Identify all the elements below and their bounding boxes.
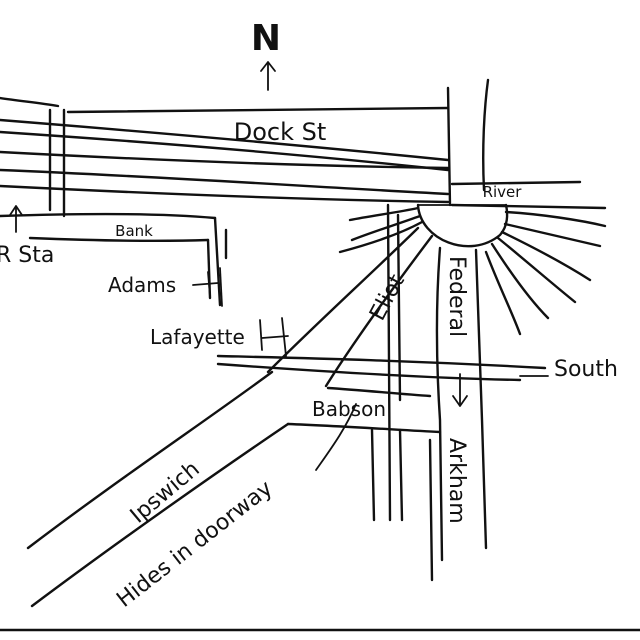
river-label: River [483, 183, 523, 201]
lafayette-street-ticks [259, 317, 289, 357]
dock-st-label: Dock St [234, 118, 327, 146]
rotary-spokes [484, 210, 607, 336]
eliot-label: Eliot [365, 270, 410, 325]
south-street-lines [216, 354, 549, 382]
arkham-label: Arkham [444, 438, 469, 524]
north-arrow-icon [260, 61, 276, 91]
dock-street-lines [0, 78, 490, 218]
south-label: South [554, 357, 618, 382]
doorway-pointer [315, 403, 357, 471]
station-arrow-icon [9, 205, 23, 233]
hides-in-doorway-label: Hides in doorway [112, 476, 277, 613]
lafayette-label: Lafayette [150, 325, 245, 349]
bank-street-lines [0, 212, 228, 307]
adams-street-ticks [192, 267, 223, 307]
babson-label: Babson [312, 397, 386, 421]
eliot-street-lines [266, 203, 434, 582]
bank-label: Bank [115, 222, 153, 240]
federal-street-lines [435, 246, 488, 562]
north-label: N [251, 18, 281, 59]
station-label: R Sta [0, 243, 54, 268]
adams-label: Adams [108, 273, 176, 297]
ipswich-street-lines [26, 370, 290, 608]
rotary [416, 203, 509, 248]
federal-label: Federal [444, 256, 469, 337]
rotary-west-spokes [338, 206, 424, 254]
babson-street-lines [286, 386, 442, 434]
